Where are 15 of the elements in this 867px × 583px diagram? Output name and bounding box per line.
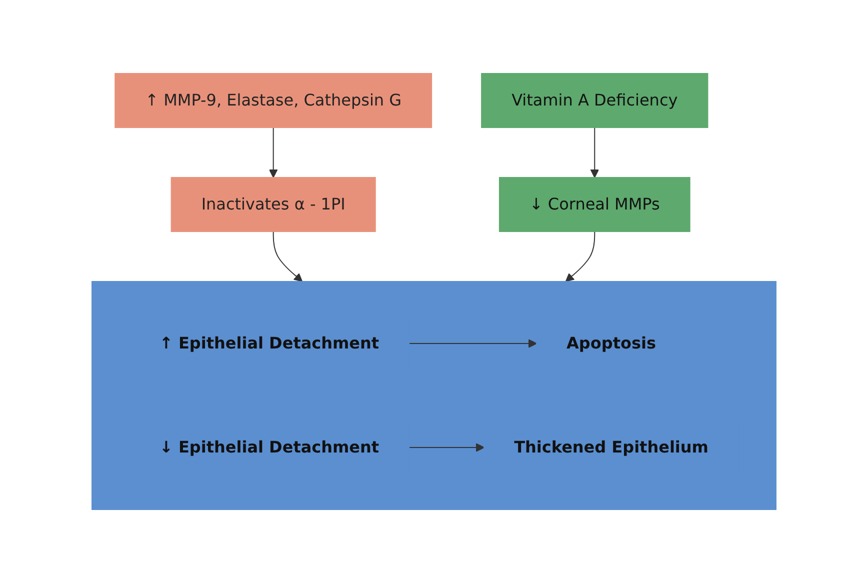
- node-box: Vitamin A Deficiency: [480, 73, 708, 128]
- cluster: [91, 281, 776, 510]
- arrow: [268, 127, 278, 178]
- arrow: [272, 231, 302, 282]
- node-text: Apoptosis: [566, 334, 656, 352]
- node-box: ↓ Corneal MMPs: [498, 177, 690, 232]
- arrow: [564, 231, 595, 282]
- node-box: ↑ MMP-9, Elastase, Cathepsin G: [114, 73, 432, 128]
- node-box: Inactivates α - 1PI: [170, 177, 376, 232]
- node-text: ↓ Epithelial Detachment: [159, 438, 379, 456]
- arrow: [590, 127, 599, 178]
- node-text: ↑ Epithelial Detachment: [159, 334, 379, 352]
- node-text: Thickened Epithelium: [514, 438, 708, 456]
- arrow: [408, 443, 484, 452]
- arrow: [408, 339, 536, 348]
